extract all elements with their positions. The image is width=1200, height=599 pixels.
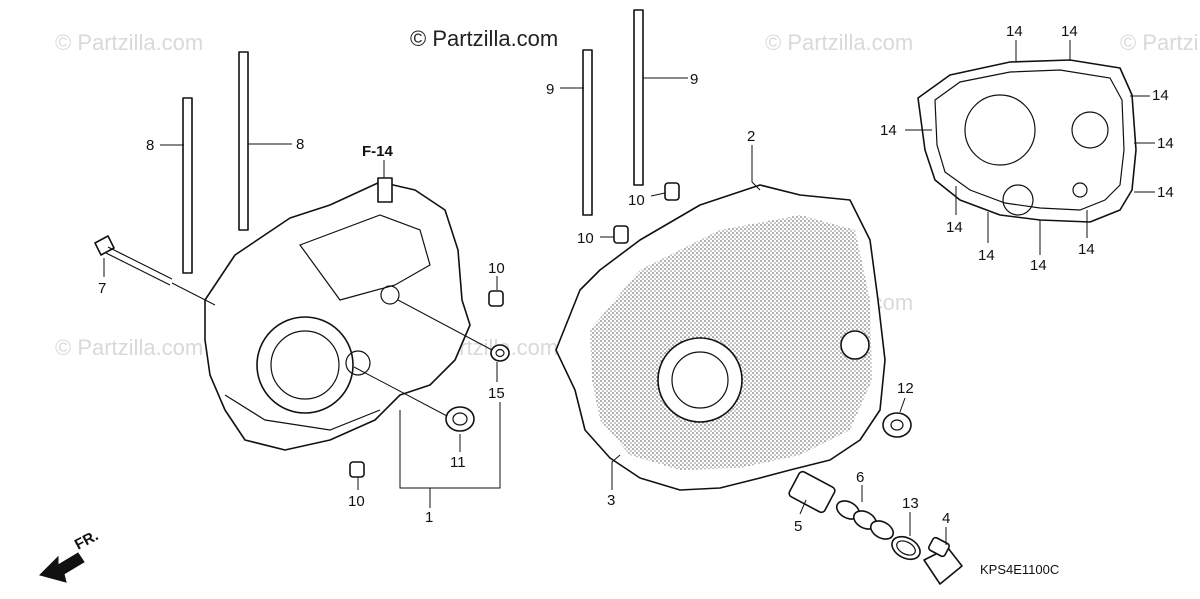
watermark: © Partzilla.com [55, 335, 203, 360]
callout-11: 11 [450, 454, 466, 471]
front-label: FR. [72, 527, 101, 553]
callout-14: 14 [1152, 87, 1169, 104]
callout-13: 13 [902, 495, 919, 512]
front-arrow-icon [39, 552, 85, 583]
callout-10: 10 [488, 260, 505, 277]
oil-strainer [788, 470, 836, 514]
crankcase-gasket-drawing [917, 59, 1137, 223]
callout-10: 10 [348, 493, 365, 510]
reference-label: F-14 [362, 143, 394, 160]
callout-14: 14 [1030, 257, 1047, 274]
diagram-code: KPS4E1100C [980, 562, 1059, 577]
left-crankcase-drawing [94, 51, 510, 478]
gasket [917, 59, 1137, 223]
callout-7: 7 [98, 280, 106, 297]
bearing-bore [657, 337, 743, 423]
sealing-washer [891, 535, 921, 561]
callout-14: 14 [946, 219, 963, 236]
bearing [445, 406, 475, 432]
callout-14: 14 [880, 122, 897, 139]
dowel-pin [488, 290, 504, 307]
callout-9: 9 [546, 81, 554, 98]
bearing [882, 412, 912, 438]
dowel-pin [613, 225, 629, 244]
o-ring [869, 520, 895, 540]
callout-8: 8 [146, 137, 154, 154]
callouts: 8 8 7 10 15 11 10 1 9 9 10 10 2 3 5 6 12… [98, 23, 1174, 535]
dowel-pin [349, 461, 365, 478]
watermarks: © Partzilla.com © Partzilla.com © Partzi… [55, 26, 1200, 360]
stud-bolt [182, 97, 193, 274]
callout-14: 14 [1157, 184, 1174, 201]
watermark: © Partzilla.com [410, 26, 558, 51]
callout-3: 3 [607, 492, 615, 509]
callout-6: 6 [856, 469, 864, 486]
callout-14: 14 [1061, 23, 1078, 40]
flange-bolt [94, 235, 173, 286]
callout-10: 10 [628, 192, 645, 209]
callout-1: 1 [425, 509, 433, 526]
watermark: © Partzilla.com [1120, 30, 1200, 55]
callout-4: 4 [942, 510, 950, 527]
callout-2: 2 [747, 128, 755, 145]
callout-8: 8 [296, 136, 304, 153]
stud-bolt [633, 9, 644, 186]
callout-5: 5 [794, 518, 802, 535]
callout-14: 14 [978, 247, 995, 264]
dowel-pin [664, 182, 680, 201]
oil-fitting [377, 177, 393, 203]
callout-14: 14 [1006, 23, 1023, 40]
stud-bolt [238, 51, 249, 231]
callout-10: 10 [577, 230, 594, 247]
right-crankcase-drawing [555, 9, 963, 585]
stud-bolt [582, 49, 593, 216]
callout-14: 14 [1157, 135, 1174, 152]
watermark: © Partzilla.com [55, 30, 203, 55]
oil-seal [490, 344, 510, 362]
callout-12: 12 [897, 380, 914, 397]
leader-lines [103, 40, 1155, 545]
callout-9: 9 [690, 71, 698, 88]
callout-14: 14 [1078, 241, 1095, 258]
watermark: © Partzilla.com [765, 30, 913, 55]
shaft-boss [840, 330, 870, 360]
callout-15: 15 [488, 385, 505, 402]
